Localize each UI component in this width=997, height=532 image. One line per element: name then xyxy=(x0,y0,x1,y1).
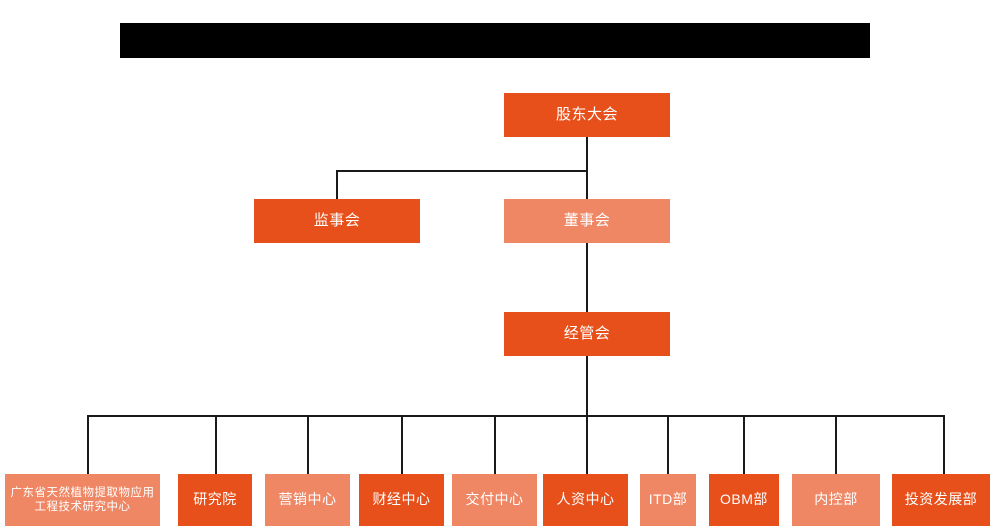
org-node-investment-development-department[interactable]: 投资发展部 xyxy=(892,474,990,526)
drop-hr-center xyxy=(586,415,588,475)
drop-marketing-center xyxy=(307,415,309,475)
drop-investment-development-department xyxy=(943,415,945,475)
org-node-label: 交付中心 xyxy=(465,491,524,508)
org-node-label: 内控部 xyxy=(814,491,858,508)
org-node-itd-department[interactable]: ITD部 xyxy=(640,474,696,526)
drop-obm-department xyxy=(743,415,745,475)
org-node-shareholders-meeting[interactable]: 股东大会 xyxy=(504,93,670,137)
org-node-management-committee[interactable]: 经管会 xyxy=(504,312,670,356)
drop-delivery-center xyxy=(494,415,496,475)
org-node-label: 人资中心 xyxy=(556,491,615,508)
trunk-directors-to-management xyxy=(586,243,588,313)
drop-guangdong-research-center xyxy=(87,415,89,475)
bus-level2 xyxy=(336,170,587,172)
org-node-label: ITD部 xyxy=(648,491,688,508)
org-node-marketing-center[interactable]: 营销中心 xyxy=(265,474,350,526)
org-node-obm-department[interactable]: OBM部 xyxy=(709,474,779,526)
org-node-research-institute[interactable]: 研究院 xyxy=(178,474,252,526)
drop-itd-department xyxy=(667,415,669,475)
org-node-hr-center[interactable]: 人资中心 xyxy=(543,474,628,526)
org-node-label: 投资发展部 xyxy=(904,491,978,508)
bus-level4 xyxy=(87,415,944,417)
org-node-label: 研究院 xyxy=(193,491,237,508)
org-node-label: 董事会 xyxy=(563,211,611,229)
drop-supervisors xyxy=(336,170,338,200)
org-node-finance-center[interactable]: 财经中心 xyxy=(359,474,444,526)
org-node-label: 财经中心 xyxy=(372,491,431,508)
org-node-board-of-directors[interactable]: 董事会 xyxy=(504,199,670,243)
org-node-internal-control-department[interactable]: 内控部 xyxy=(792,474,880,526)
drop-internal-control-department xyxy=(835,415,837,475)
drop-directors xyxy=(586,170,588,200)
org-node-label: OBM部 xyxy=(720,491,768,508)
org-node-delivery-center[interactable]: 交付中心 xyxy=(452,474,537,526)
trunk-shareholders-down xyxy=(586,137,588,171)
org-node-label: 股东大会 xyxy=(555,105,618,123)
org-node-guangdong-research-center[interactable]: 广东省天然植物提取物应用工程技术研究中心 xyxy=(5,474,160,526)
drop-research-institute xyxy=(215,415,217,475)
org-node-board-of-supervisors[interactable]: 监事会 xyxy=(254,199,420,243)
org-node-label: 广东省天然植物提取物应用工程技术研究中心 xyxy=(10,486,155,513)
redacted-title-bar xyxy=(120,23,870,58)
drop-finance-center xyxy=(401,415,403,475)
org-node-label: 监事会 xyxy=(313,211,361,229)
trunk-management-down xyxy=(586,356,588,416)
org-node-label: 营销中心 xyxy=(278,491,337,508)
org-node-label: 经管会 xyxy=(563,324,611,342)
